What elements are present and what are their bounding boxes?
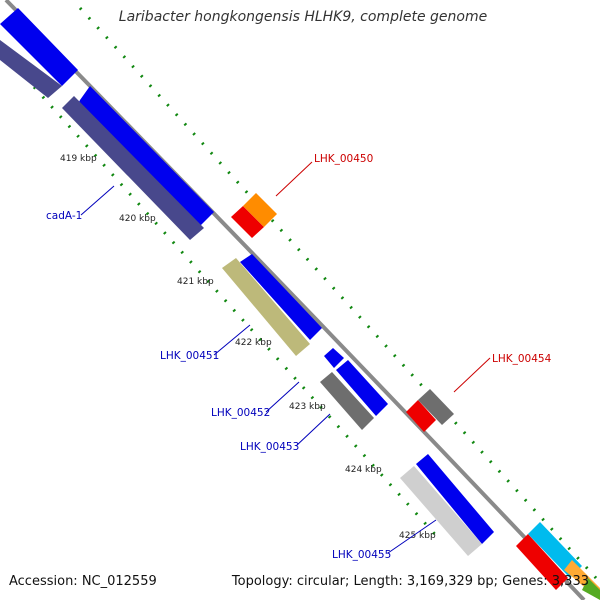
cyan-feature-forward (528, 522, 582, 578)
cog-bar-olive (222, 258, 310, 356)
cds-arrow-5-LHK_00453 (336, 360, 388, 416)
green-feature-forward-edge (582, 578, 600, 600)
kbp-label-422: 422 kbp (235, 338, 272, 348)
cog-bar-purple-1 (0, 40, 62, 98)
gene-label-cadA-1: cadA-1 (46, 210, 82, 222)
leader-line-LHK_00455 (387, 519, 437, 554)
figure-title: Laribacter hongkongensis HLHK9, complete… (118, 9, 488, 25)
gene-label-LHK_00452: LHK_00452 (211, 407, 270, 419)
genome-backbone (4, 0, 586, 600)
genome-stats-text: Topology: circular; Length: 3,169,329 bp… (231, 574, 589, 589)
accession-text: Accession: NC_012559 (9, 574, 157, 589)
kbp-label-423: 423 kbp (289, 402, 326, 412)
gene-label-LHK_00455: LHK_00455 (332, 549, 391, 561)
kbp-label-420: 420 kbp (119, 214, 156, 224)
orange-feature-forward (243, 193, 277, 227)
kbp-label-425: 425 kbp (399, 531, 436, 541)
leader-line-LHK_00450 (275, 161, 313, 197)
leader-line-LHK_00454 (453, 357, 491, 393)
gene-label-LHK_00453: LHK_00453 (240, 441, 299, 453)
cds-arrow-1 (0, 8, 78, 86)
rna-feature-forward-3 (516, 534, 568, 590)
cog-bar-purple-2 (62, 96, 204, 240)
leader-line-LHK_00451 (213, 324, 251, 356)
leader-line-cadA-1 (80, 185, 115, 216)
kbp-label-424: 424 kbp (345, 465, 382, 475)
cds-arrow-3-LHK_00451 (240, 254, 322, 340)
gene-label-LHK_00451: LHK_00451 (160, 350, 219, 362)
rna-feature-forward-1 (231, 206, 264, 238)
gray-feature-forward (418, 389, 454, 425)
cog-bar-gray-LHK_00453 (320, 372, 374, 430)
gene-label-LHK_00454: LHK_00454 (492, 353, 552, 365)
kbp-label-419: 419 kbp (60, 154, 97, 164)
kbp-label-421: 421 kbp (177, 277, 214, 287)
cds-arrow-4-LHK_00452 (324, 348, 344, 368)
gc-content-track-outer (78, 6, 598, 580)
rna-feature-forward-2 (406, 400, 436, 432)
cog-bar-lightgray (400, 466, 482, 556)
cds-arrow-6-LHK_00455 (416, 454, 494, 544)
cds-arrow-2-cadA (78, 86, 214, 226)
leader-line-LHK_00453 (295, 413, 331, 447)
leader-line-LHK_00452 (265, 381, 300, 413)
gene-label-LHK_00450: LHK_00450 (314, 153, 373, 165)
